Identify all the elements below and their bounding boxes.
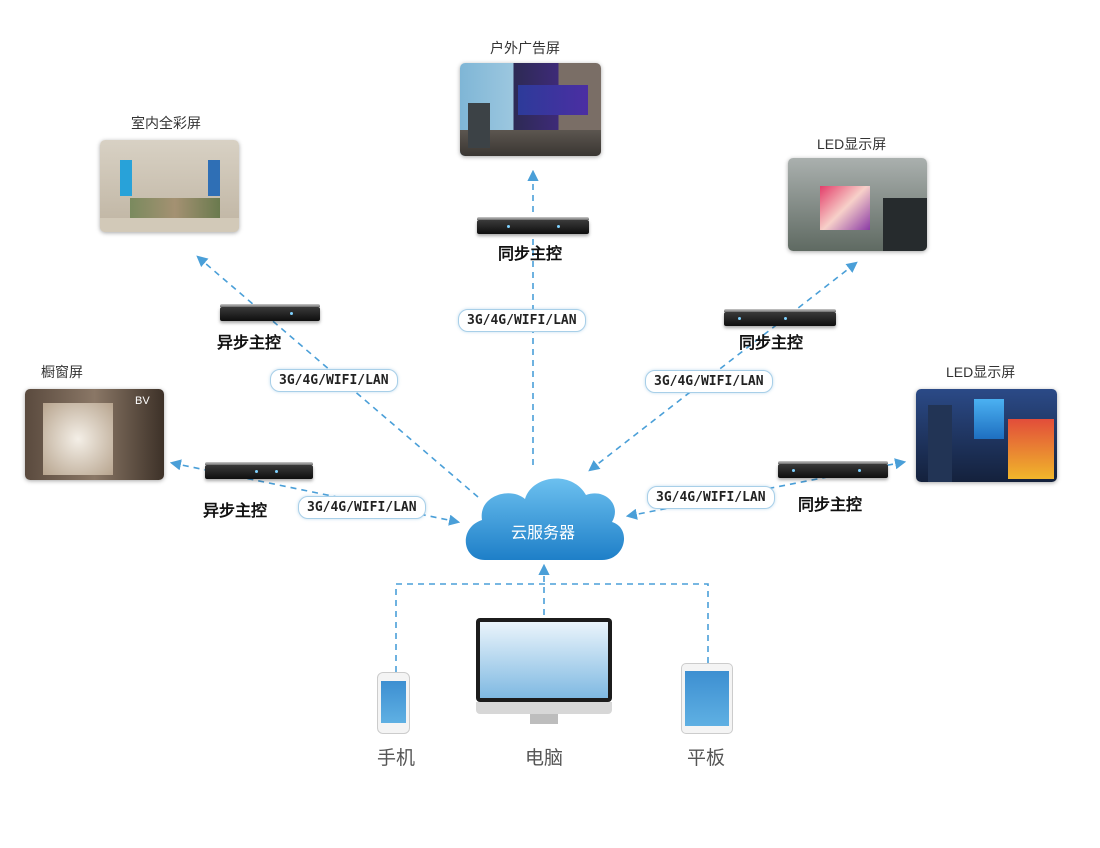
sync-controller-lower-right bbox=[778, 461, 888, 478]
cloud-shape bbox=[465, 478, 625, 560]
async-controller-upper-left-label: 异步主控 bbox=[217, 335, 282, 352]
network-label-upper-left: 3G/4G/WIFI/LAN bbox=[270, 369, 398, 392]
indoor-screen-photo bbox=[100, 140, 239, 232]
led-right-screen-photo bbox=[916, 389, 1057, 482]
network-label-upper-right: 3G/4G/WIFI/LAN bbox=[645, 370, 773, 393]
phone-device bbox=[377, 672, 410, 734]
cloud-server-label: 云服务器 bbox=[510, 525, 575, 542]
sync-controller-upper-right bbox=[724, 309, 836, 326]
async-controller-lower-left-label: 异步主控 bbox=[203, 503, 268, 520]
sync-controller-top-label: 同步主控 bbox=[498, 246, 563, 263]
window-sign-text: BV bbox=[135, 395, 150, 407]
led-top-screen-photo bbox=[788, 158, 927, 251]
sync-controller-upper-right-label: 同步主控 bbox=[739, 335, 804, 352]
network-label-lower-left: 3G/4G/WIFI/LAN bbox=[298, 496, 426, 519]
led-top-screen-title: LED显示屏 bbox=[817, 136, 887, 152]
network-label-lower-right: 3G/4G/WIFI/LAN bbox=[647, 486, 775, 509]
sync-controller-lower-right-label: 同步主控 bbox=[798, 497, 863, 514]
computer-device bbox=[476, 618, 612, 728]
window-screen-title: 橱窗屏 bbox=[41, 364, 83, 380]
led-right-screen-title: LED显示屏 bbox=[946, 364, 1016, 380]
tablet-label: 平板 bbox=[687, 748, 726, 769]
async-controller-lower-left bbox=[205, 462, 313, 479]
tablet-device bbox=[681, 663, 733, 734]
computer-label: 电脑 bbox=[525, 748, 564, 769]
phone-label: 手机 bbox=[377, 748, 416, 769]
sync-controller-top bbox=[477, 217, 589, 234]
outdoor-screen-photo bbox=[460, 63, 601, 156]
window-screen-photo: BV bbox=[25, 389, 164, 480]
network-label-top: 3G/4G/WIFI/LAN bbox=[458, 309, 586, 332]
indoor-screen-title: 室内全彩屏 bbox=[131, 115, 201, 131]
link-cloud-led-top bbox=[588, 261, 858, 472]
async-controller-upper-left bbox=[220, 304, 320, 321]
outdoor-screen-title: 户外广告屏 bbox=[490, 40, 560, 56]
link-phone bbox=[395, 583, 709, 672]
